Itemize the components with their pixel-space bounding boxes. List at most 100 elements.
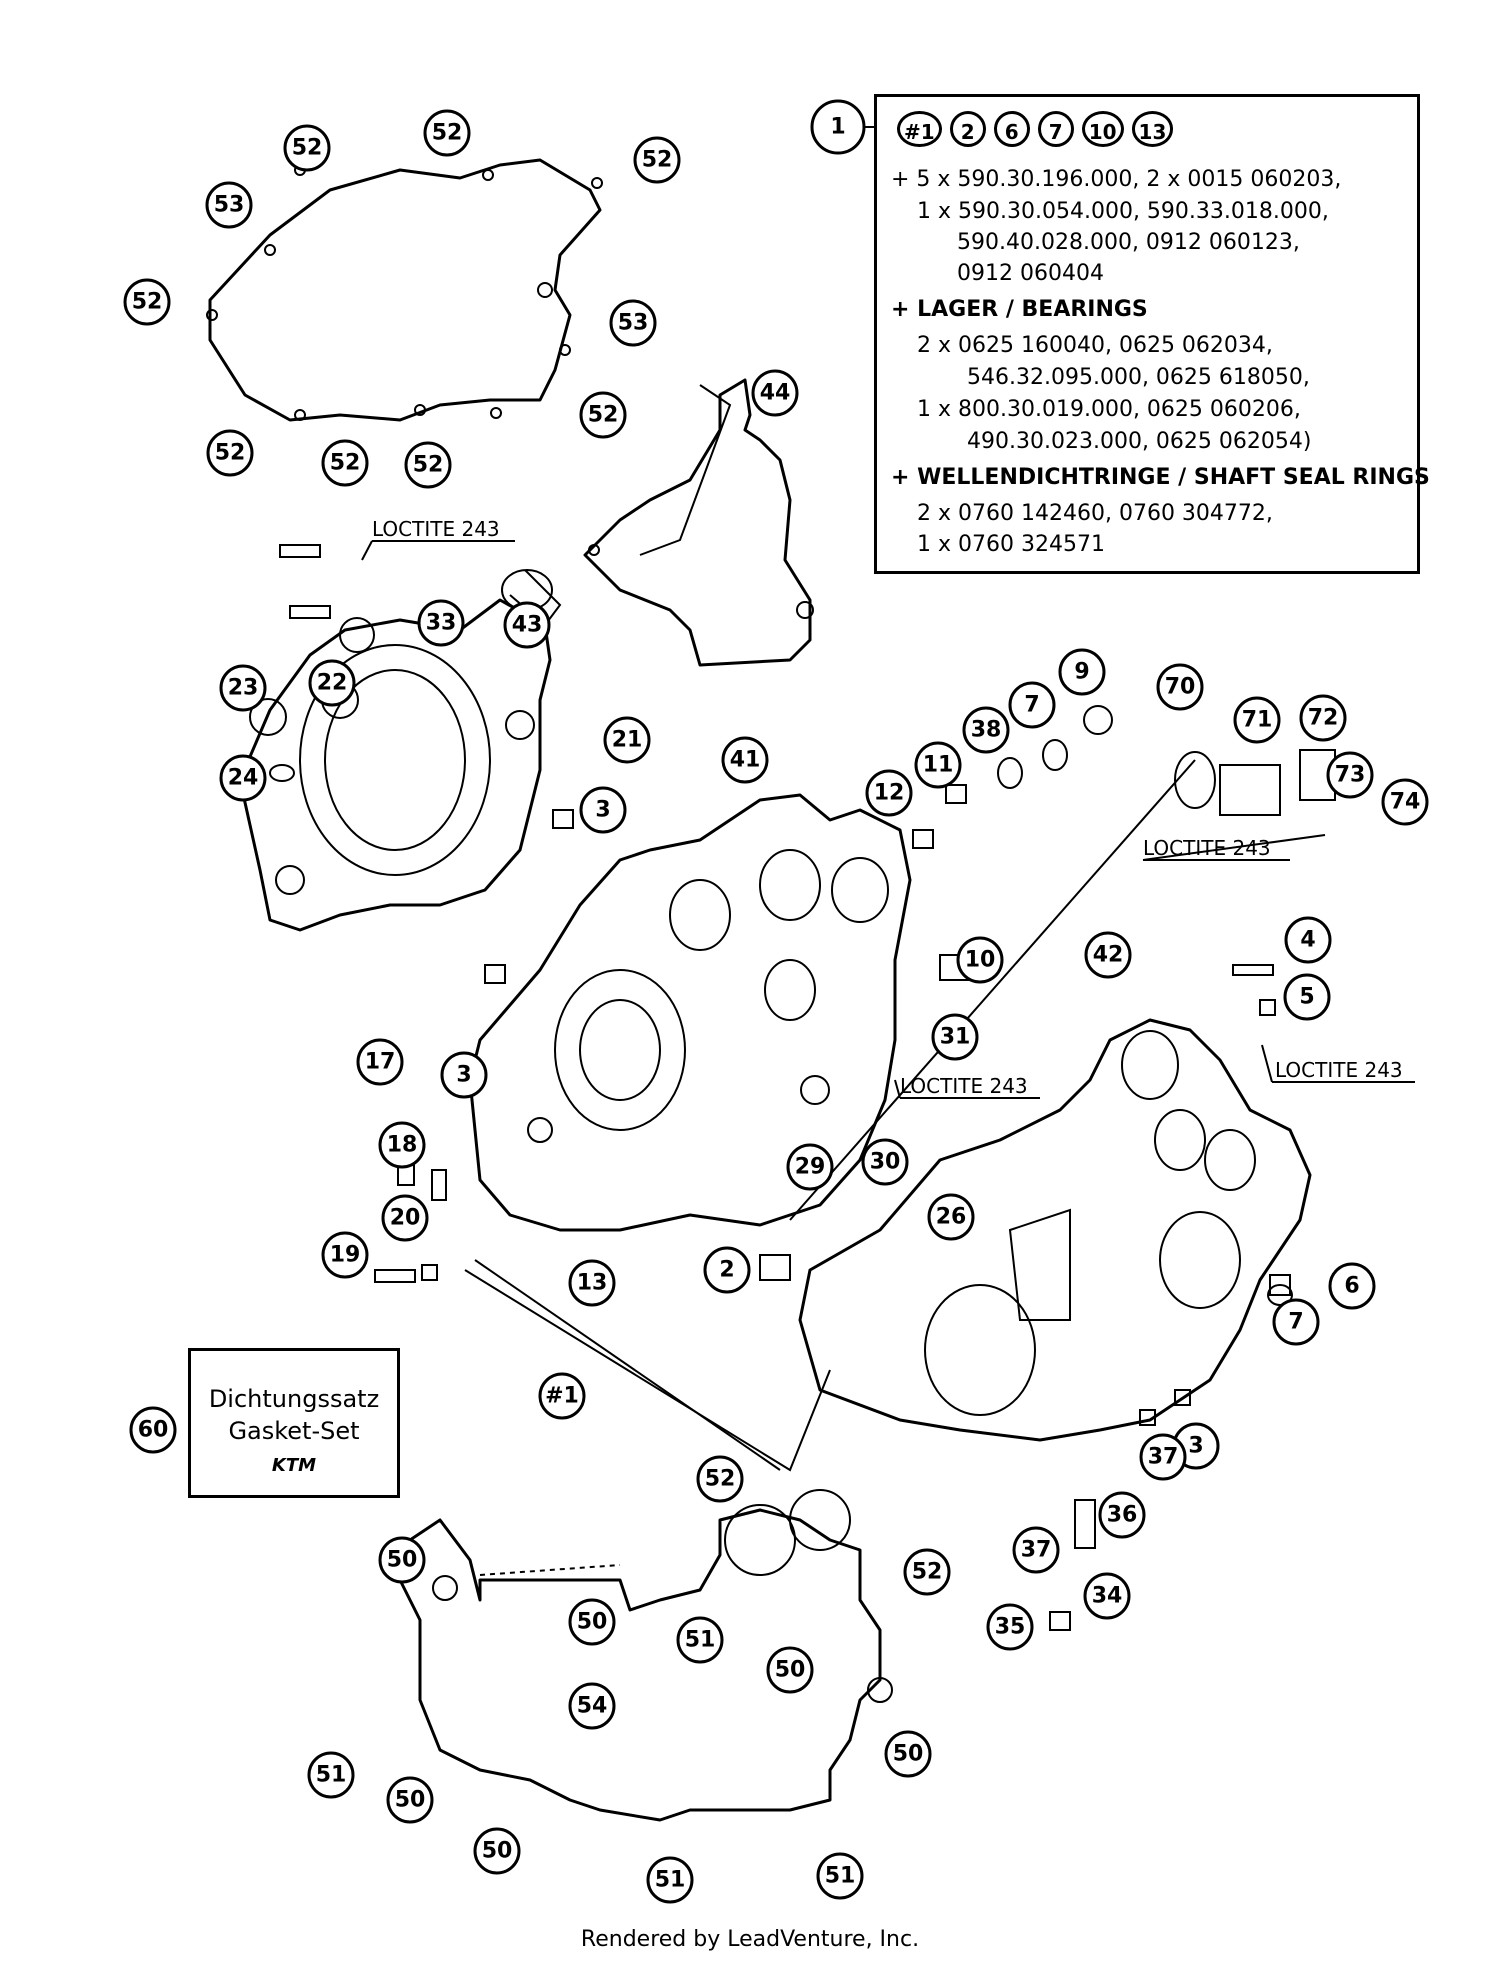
callout-number: 43 [512, 613, 543, 638]
callout-circle [1156, 663, 1204, 711]
callout-70: 70 [1156, 663, 1204, 711]
callout-52: 52 [321, 439, 369, 487]
callout-number: 5 [1299, 985, 1314, 1010]
callout-number: 35 [995, 1615, 1026, 1640]
callout-number: 21 [612, 728, 643, 753]
callout-number: 19 [330, 1243, 361, 1268]
callout-circle [931, 1013, 979, 1061]
callout-44: 44 [751, 369, 799, 417]
callout-19: 19 [321, 1231, 369, 1279]
callout-52: 52 [696, 1455, 744, 1503]
callout-number: 4 [1300, 928, 1315, 953]
callout-number: 60 [138, 1418, 169, 1443]
callout-circle [1299, 694, 1347, 742]
callout-52: 52 [633, 136, 681, 184]
callout-number: 1 [830, 115, 845, 140]
callout-number: 26 [936, 1205, 967, 1230]
gasket-set-line1: Dichtungssatz [208, 1385, 380, 1413]
callout-circle [386, 1776, 434, 1824]
callout-50: 50 [884, 1730, 932, 1778]
ref-number: 7 [1037, 111, 1074, 147]
callout-52: 52 [404, 441, 452, 489]
callout-circle [219, 664, 267, 712]
callout-number: 18 [387, 1133, 418, 1158]
callout-35: 35 [986, 1603, 1034, 1651]
callout-number: 53 [214, 193, 245, 218]
callout-circle [568, 1259, 616, 1307]
callout-circle [1272, 1298, 1320, 1346]
callout-38: 38 [962, 706, 1010, 754]
callout-circle [1326, 751, 1374, 799]
callout-circle [205, 181, 253, 229]
callout-37: 37 [1012, 1526, 1060, 1574]
crankcase-left [468, 793, 912, 1232]
callout-number: 52 [413, 453, 444, 478]
leader-lines [464, 126, 1196, 1472]
callout-54: 54 [568, 1682, 616, 1730]
callout-number: 3 [595, 798, 610, 823]
crankcase-gasket [398, 1508, 882, 1822]
callout-number: 50 [482, 1839, 513, 1864]
callout-17: 17 [356, 1038, 404, 1086]
callout-52: 52 [903, 1548, 951, 1596]
callout-33: 33 [417, 599, 465, 647]
callout-circle [206, 429, 254, 477]
callout-7: 7 [1008, 681, 1056, 729]
engine-bracket [583, 378, 812, 667]
callout-number: 52 [215, 441, 246, 466]
callout-53: 53 [205, 181, 253, 229]
callout-31: 31 [931, 1013, 979, 1061]
callout-number: 51 [685, 1628, 716, 1653]
callout-number: 51 [825, 1864, 856, 1889]
callout-number: 10 [965, 948, 996, 973]
callout-number: 12 [874, 781, 905, 806]
ref-number: 6 [993, 111, 1030, 147]
callout-circle [676, 1616, 724, 1664]
callout-number: 50 [775, 1658, 806, 1683]
ref-numbers: #1 2 6 7 10 13 [897, 111, 1174, 147]
callout-4: 4 [1284, 916, 1332, 964]
callout-circle [914, 741, 962, 789]
callout-circle [321, 1231, 369, 1279]
callout-number: 52 [588, 403, 619, 428]
callout-circle [721, 736, 769, 784]
callout-50: 50 [378, 1536, 426, 1584]
callout-22: 22 [308, 659, 356, 707]
callout-circle [1083, 1572, 1131, 1620]
gasket-set-box: Dichtungssatz Gasket-Set KTM [188, 1348, 400, 1498]
callout-30: 30 [861, 1138, 909, 1186]
callout-74: 74 [1381, 778, 1429, 826]
callout-circle [766, 1646, 814, 1694]
callout-circle [603, 716, 651, 764]
callout-circle [579, 786, 627, 834]
callout-43: 43 [503, 601, 551, 649]
callout-50: 50 [568, 1598, 616, 1646]
callout-number: 50 [395, 1788, 426, 1813]
callout-circle [962, 706, 1010, 754]
callout-52: 52 [123, 278, 171, 326]
gasket-set-line2: Gasket-Set [228, 1417, 360, 1445]
callout-number: 70 [1165, 675, 1196, 700]
callout-circle [283, 124, 331, 172]
callout-number: 41 [730, 748, 761, 773]
callout-number: 74 [1390, 790, 1421, 815]
callout-2: 2 [703, 1246, 751, 1294]
callout-number: 51 [655, 1868, 686, 1893]
callout-number: 52 [642, 148, 673, 173]
callout-50: 50 [386, 1776, 434, 1824]
callout-circle [927, 1193, 975, 1241]
callout-circle [219, 754, 267, 802]
callout-number: 52 [705, 1467, 736, 1492]
info-line: 1 x 0760 324571 [917, 532, 1105, 557]
ref-number: #1 [897, 111, 942, 147]
callout-number: 24 [228, 766, 259, 791]
ref-number: 10 [1081, 111, 1124, 147]
callout-number: 11 [923, 753, 954, 778]
callout-number: 50 [387, 1548, 418, 1573]
callout-circle [609, 299, 657, 347]
callout-circle [1058, 648, 1106, 696]
callout-number: 52 [292, 136, 323, 161]
callout-number: 7 [1288, 1310, 1303, 1335]
callout-20: 20 [381, 1194, 429, 1242]
